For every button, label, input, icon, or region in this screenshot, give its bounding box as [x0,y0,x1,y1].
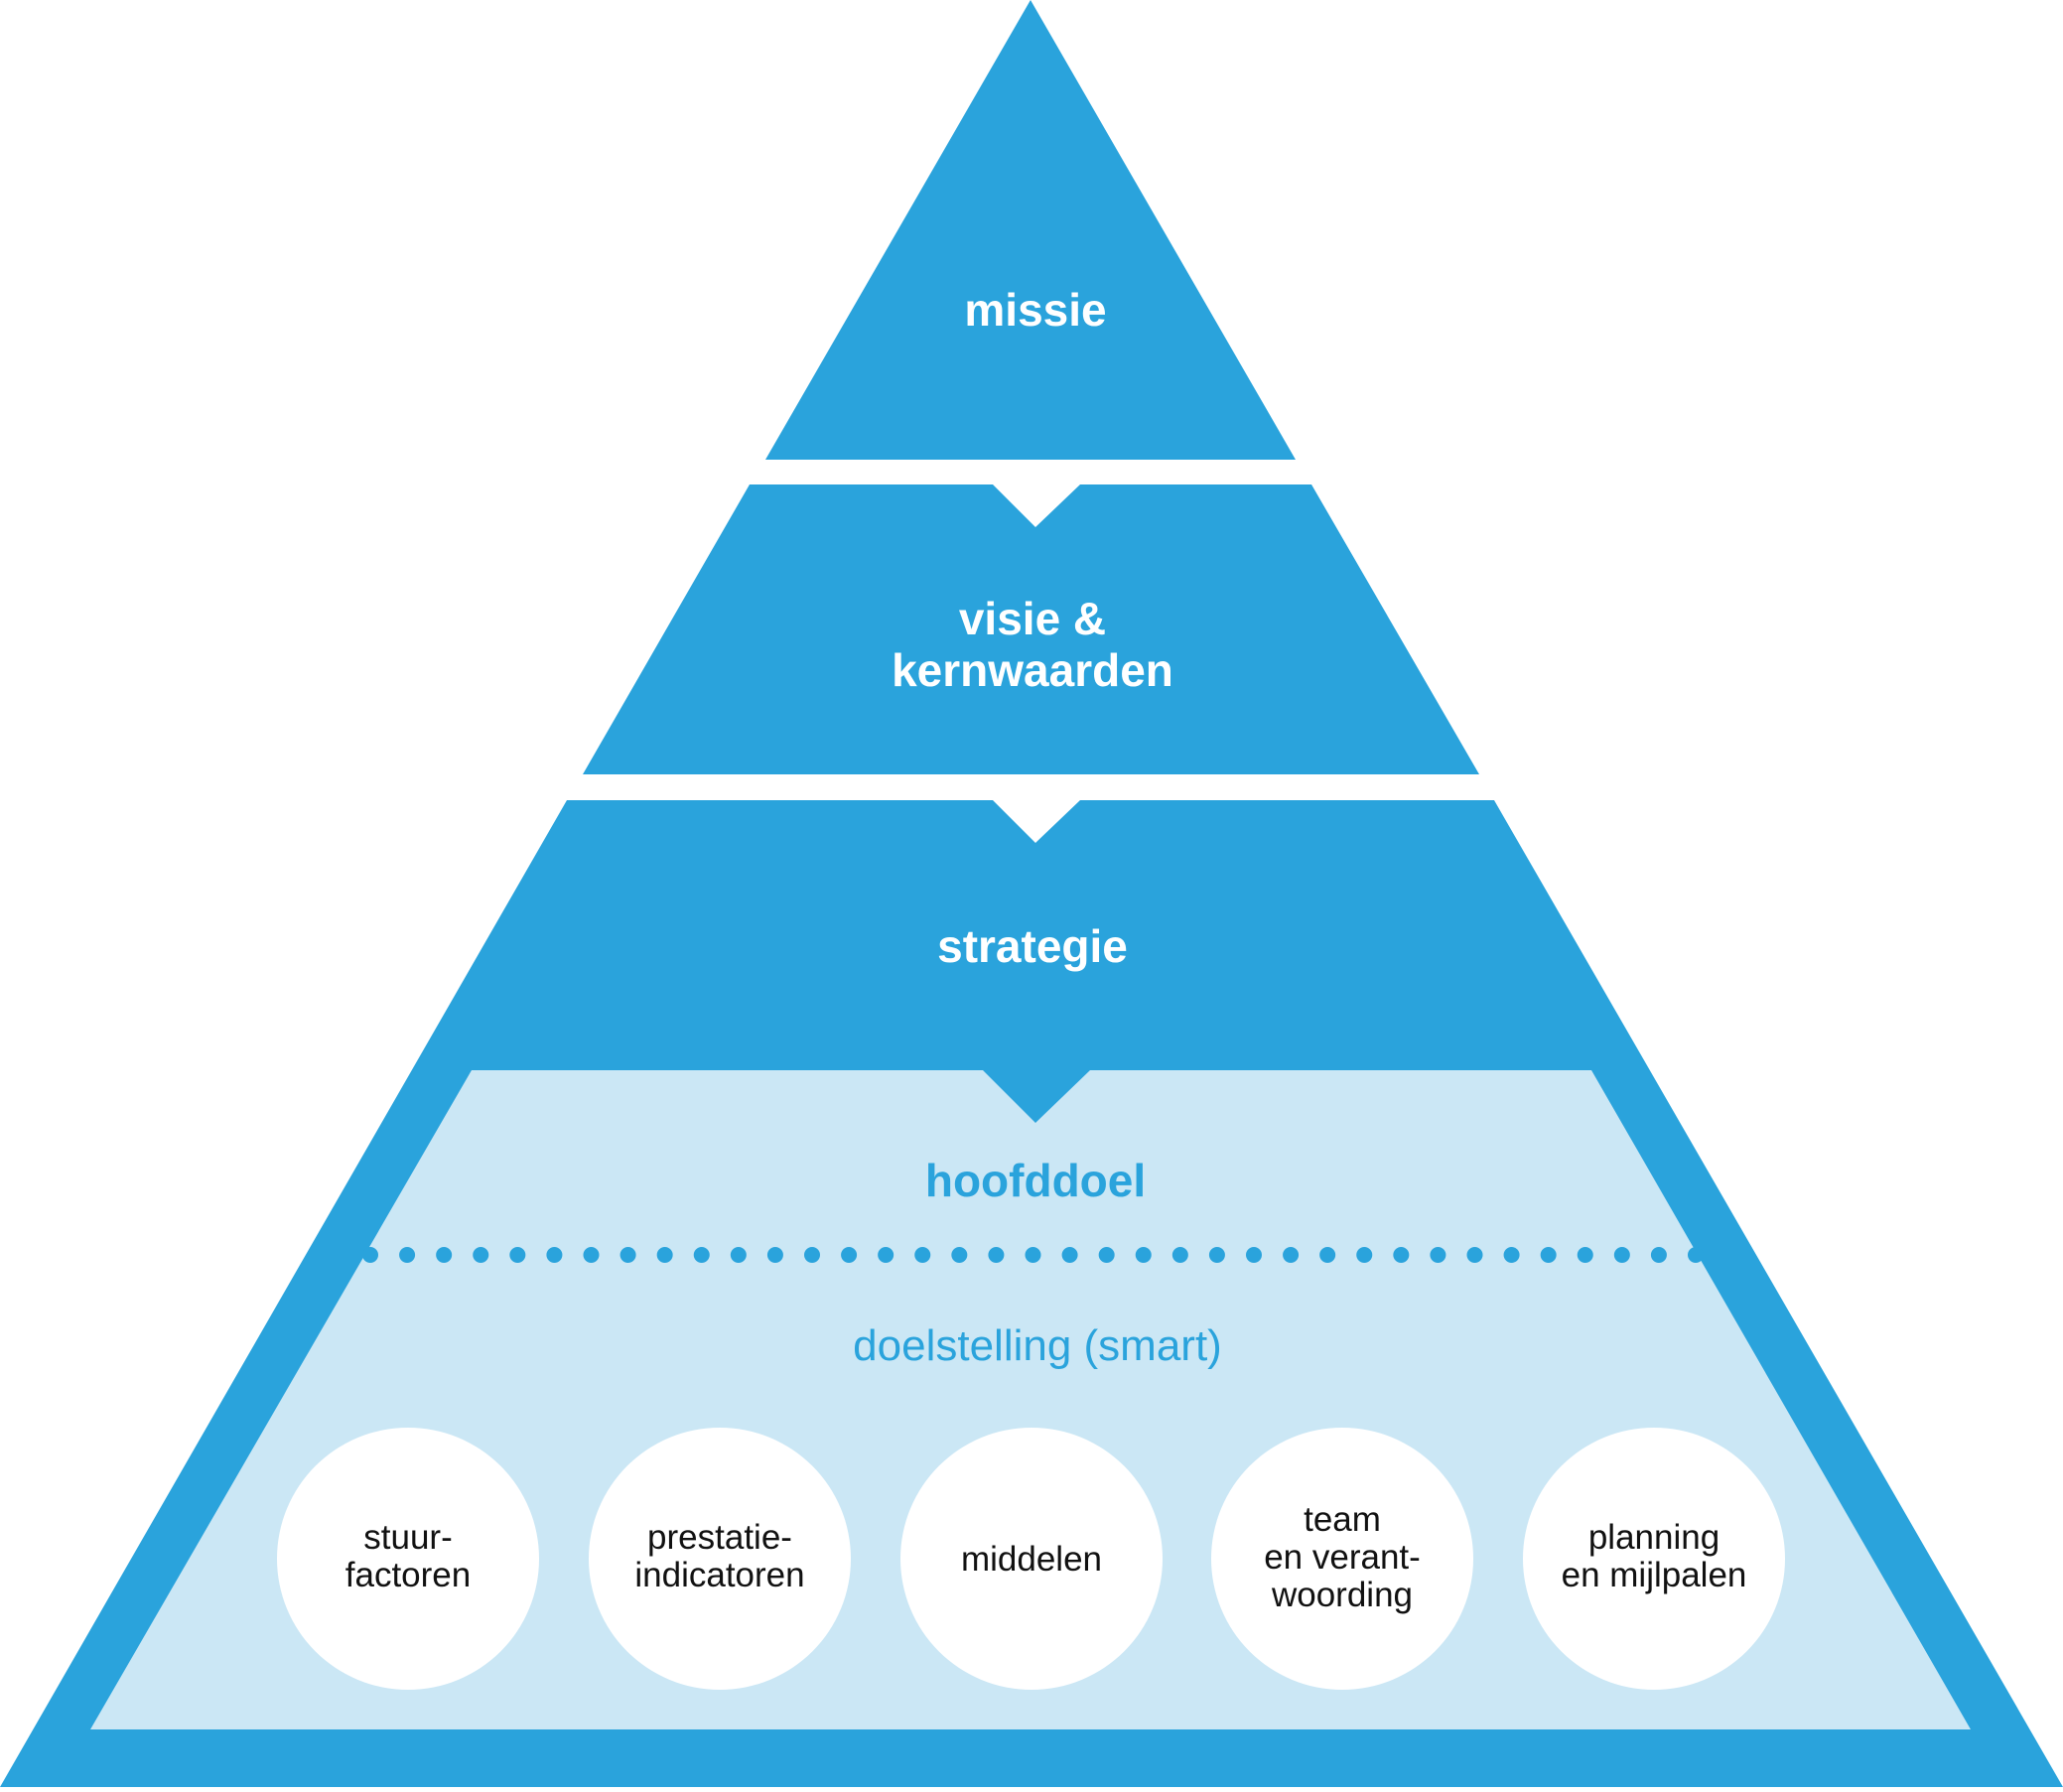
label-doelstelling: doelstelling (smart) [853,1321,1222,1370]
circle-middelen [900,1428,1163,1690]
separator-dot [804,1247,820,1263]
separator-dot [1540,1247,1557,1263]
circle-label-prestatie-1: prestatie- [647,1518,792,1557]
circle-label-stuurfactoren-2: factoren [345,1556,471,1594]
dotted-separator [362,1247,1704,1263]
separator-dot [693,1247,710,1263]
separator-dot [656,1247,673,1263]
label-hoofddoel: hoofddoel [925,1155,1146,1206]
separator-dot [1098,1247,1115,1263]
circle-label-middelen: middelen [961,1540,1102,1579]
separator-dot [1208,1247,1225,1263]
circle-label-team-3: woording [1271,1576,1413,1614]
separator-dot [1430,1247,1446,1263]
separator-dot [730,1247,747,1263]
circle-label-planning-2: en mijlpalen [1562,1556,1747,1594]
separator-dot [878,1247,894,1263]
tier-visie [583,484,1479,774]
circle-label-planning-1: planning [1588,1518,1719,1557]
label-visie-line1: visie & [959,593,1106,644]
separator-dot [362,1247,378,1263]
separator-dot [1171,1247,1188,1263]
label-visie-line2: kernwaarden [892,644,1173,696]
label-strategie: strategie [937,920,1128,972]
separator-dot [399,1247,416,1263]
separator-dot [1135,1247,1152,1263]
separator-dot [473,1247,489,1263]
separator-dot [951,1247,968,1263]
separator-dot [436,1247,453,1263]
separator-dot [1061,1247,1078,1263]
separator-dot [1319,1247,1336,1263]
separator-dot [914,1247,931,1263]
label-missie: missie [964,284,1106,336]
circle-label-prestatie-2: indicatoren [634,1556,804,1594]
separator-dot [1356,1247,1373,1263]
separator-dot [583,1247,600,1263]
tier-missie [765,0,1296,460]
separator-dot [1393,1247,1410,1263]
separator-dot [1283,1247,1300,1263]
separator-dot [1246,1247,1262,1263]
separator-dot [1688,1247,1704,1263]
separator-dot [1613,1247,1630,1263]
separator-dot [988,1247,1005,1263]
separator-dot [1503,1247,1520,1263]
separator-dot [546,1247,563,1263]
circle-team [1211,1428,1473,1690]
separator-dot [841,1247,858,1263]
circle-label-stuurfactoren-1: stuur- [363,1518,452,1557]
circle-label-team-1: team [1304,1500,1381,1539]
separator-dot [1466,1247,1483,1263]
circle-stuurfactoren [277,1428,539,1690]
circle-label-team-2: en verant- [1264,1538,1421,1577]
inner-goal-area [90,1070,1971,1729]
separator-dot [1577,1247,1593,1263]
circle-planning [1523,1428,1785,1690]
circle-prestatie-indicatoren [589,1428,851,1690]
separator-dot [509,1247,526,1263]
separator-dot [619,1247,636,1263]
separator-dot [1025,1247,1041,1263]
separator-dot [1650,1247,1667,1263]
circle-group [277,1428,1785,1690]
separator-dot [766,1247,783,1263]
